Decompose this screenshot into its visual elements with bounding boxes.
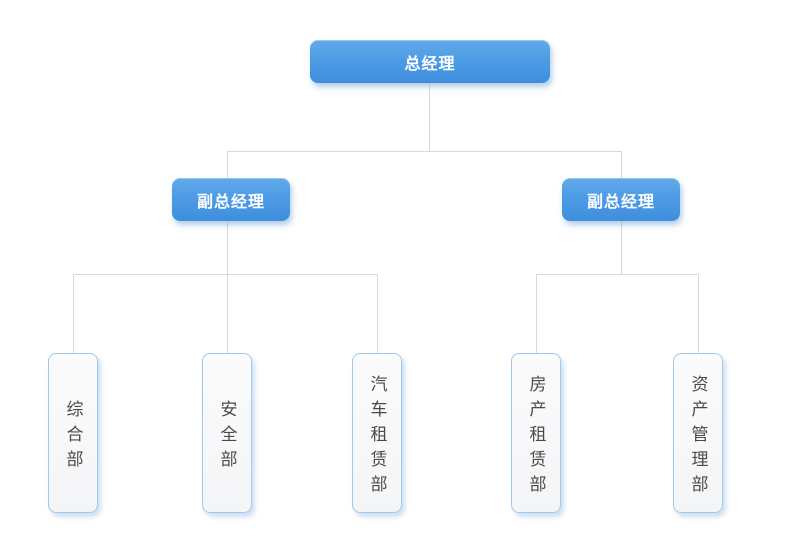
connector-drop-dept-1 (73, 274, 74, 353)
org-node-vice-manager-left[interactable]: 副总经理 (172, 178, 290, 221)
connector-right-rail (536, 274, 698, 275)
org-node-dept-asset-management[interactable]: 资产管理部 (673, 353, 723, 513)
connector-drop-dept-2 (227, 274, 228, 353)
org-node-dept-safety[interactable]: 安全部 (202, 353, 252, 513)
org-node-label: 房产租赁部 (526, 374, 546, 500)
org-node-dept-vehicle-leasing[interactable]: 汽车租赁部 (352, 353, 402, 513)
connector-drop-dept-4 (536, 274, 537, 353)
org-node-label: 副总经理 (586, 193, 655, 211)
connector-root-stem (429, 83, 430, 151)
org-node-label: 汽车租赁部 (367, 374, 387, 500)
org-node-label: 安全部 (217, 399, 237, 475)
org-node-label: 总经理 (404, 55, 456, 73)
connector-drop-vice-left (227, 151, 228, 178)
connector-vice-left-stem (227, 221, 228, 274)
org-node-label: 资产管理部 (688, 374, 708, 500)
connector-vice-right-stem (621, 221, 622, 274)
org-node-vice-manager-right[interactable]: 副总经理 (562, 178, 680, 221)
connector-drop-dept-3 (377, 274, 378, 353)
org-node-label: 综合部 (63, 399, 83, 475)
org-node-general-manager[interactable]: 总经理 (310, 40, 550, 83)
org-node-label: 副总经理 (196, 193, 265, 211)
org-node-dept-property-leasing[interactable]: 房产租赁部 (511, 353, 561, 513)
connector-level2-rail (227, 151, 621, 152)
connector-left-rail (73, 274, 377, 275)
org-node-dept-general-affairs[interactable]: 综合部 (48, 353, 98, 513)
connector-drop-vice-right (621, 151, 622, 178)
connector-drop-dept-5 (698, 274, 699, 353)
